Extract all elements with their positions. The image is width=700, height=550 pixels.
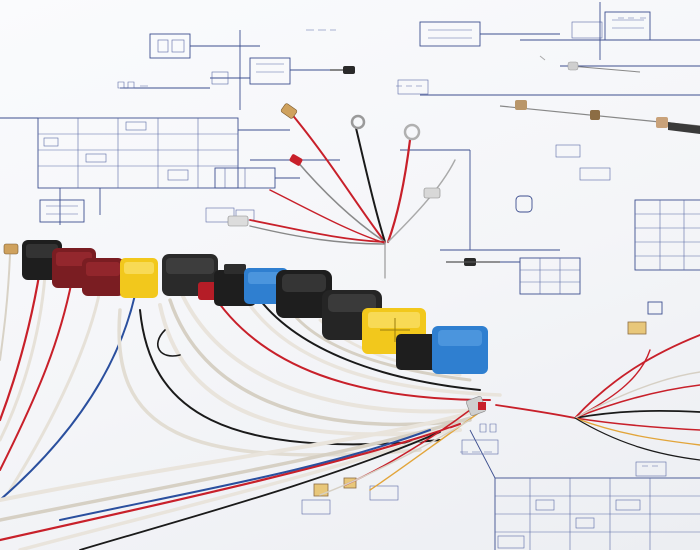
connector-black-6 <box>396 334 438 370</box>
harness-end-terminal <box>466 396 486 416</box>
connector-blue-2 <box>432 326 488 374</box>
schematic-grid-right <box>627 199 700 477</box>
harness-wires <box>0 254 502 550</box>
schematic-middle-right <box>400 144 611 295</box>
connector-black-4 <box>276 270 332 318</box>
schematic-glyph-marks <box>117 17 658 467</box>
inline-resistor-top <box>330 66 355 74</box>
connector-maroon-2 <box>82 258 124 296</box>
schematic-top-right <box>397 2 700 96</box>
schematic-grid-left <box>0 117 290 225</box>
connector-yellow-1 <box>120 258 158 298</box>
terminal-left-edge <box>3 243 19 255</box>
inline-components-right <box>499 55 700 134</box>
